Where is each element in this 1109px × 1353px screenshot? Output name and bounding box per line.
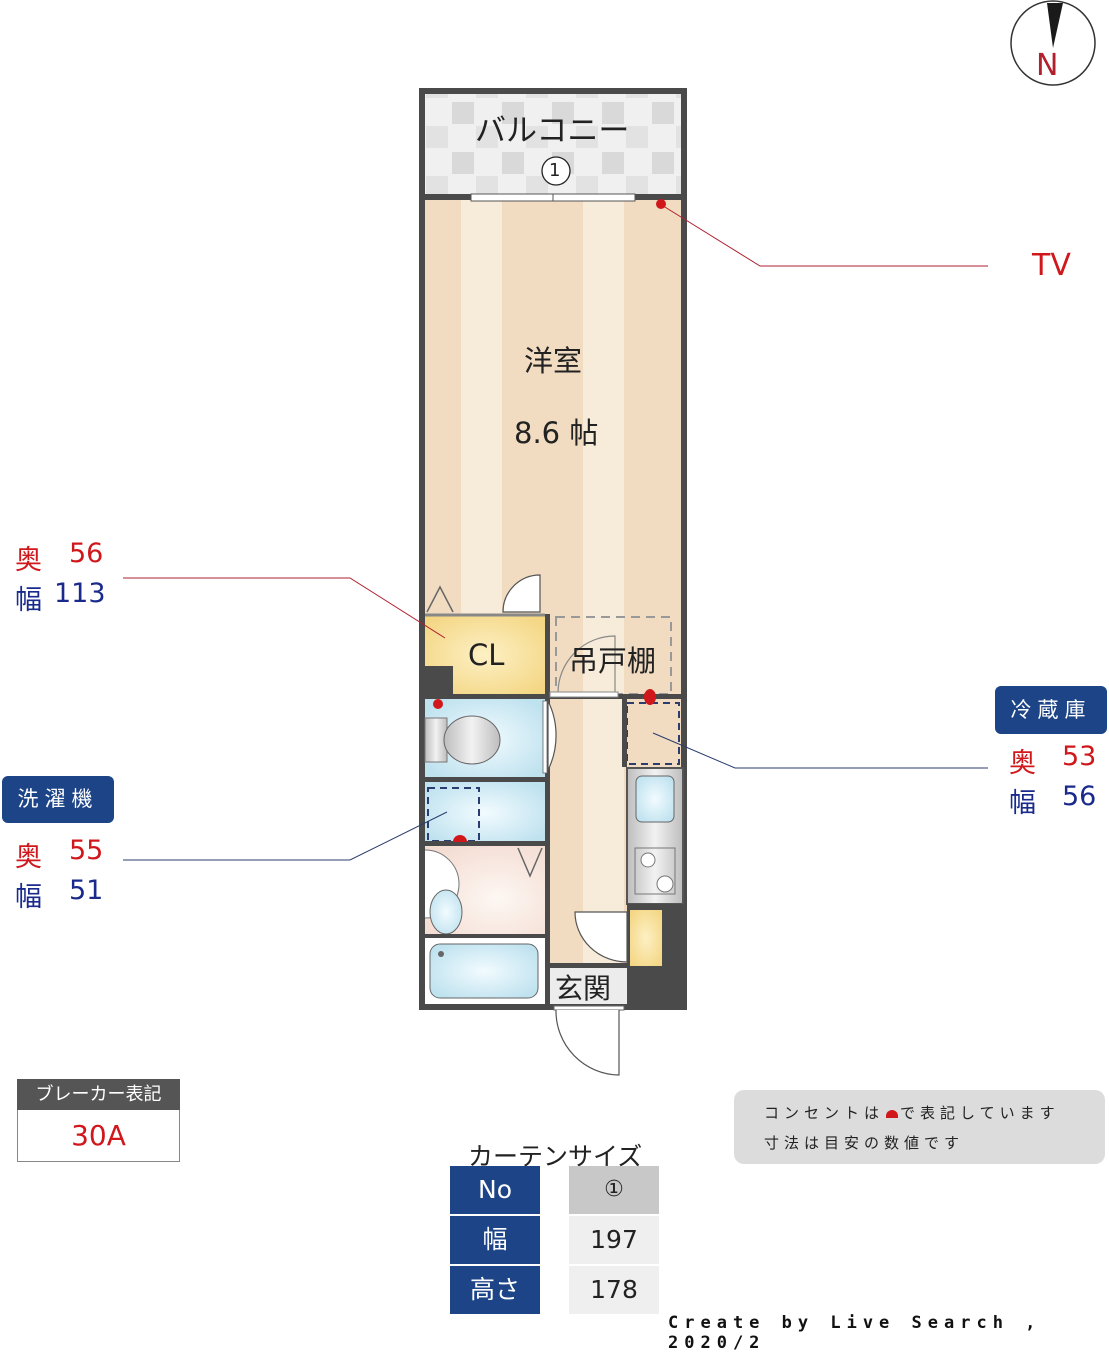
note-line1-before: コンセントは <box>764 1104 885 1122</box>
breaker-value: 30A <box>17 1110 180 1162</box>
curtain-value-width: 197 <box>569 1216 659 1264</box>
washer-width-label: 幅 <box>15 882 42 913</box>
closet-width-label: 幅 <box>15 585 42 616</box>
closet-depth-label: 奥 <box>15 545 42 576</box>
refrigerator-width-value: 56 <box>1062 781 1097 812</box>
footer-credit: Create by Live Search , 2020/2 <box>668 1313 1042 1353</box>
refrigerator-depth-label: 奥 <box>1009 748 1036 779</box>
compass <box>1010 0 1096 86</box>
outlet-icon <box>433 199 666 842</box>
western-room-size: 8.6 帖 <box>514 416 599 450</box>
outlet-icon <box>886 1109 899 1118</box>
tv-label: TV <box>1032 248 1071 283</box>
western-room-label: 洋室 <box>524 344 583 378</box>
curtain-header-width: 幅 <box>450 1216 540 1264</box>
closet-width-value: 113 <box>54 578 106 609</box>
refrigerator-tag: 冷蔵庫 <box>995 686 1107 734</box>
washer-width-value: 51 <box>69 875 104 906</box>
note-line1-after: で表記しています <box>900 1104 1060 1122</box>
breaker-title: ブレーカー表記 <box>17 1079 180 1110</box>
north-arrow-icon <box>1047 3 1063 48</box>
closet-depth-value: 56 <box>69 538 104 569</box>
refrigerator-depth-value: 53 <box>1062 741 1097 772</box>
washing-machine-tag: 洗濯機 <box>2 776 114 823</box>
washer-depth-value: 55 <box>69 835 104 866</box>
entrance-label: 玄関 <box>555 972 612 1005</box>
washer-depth-label: 奥 <box>15 842 42 873</box>
curtain-value-no: ① <box>569 1166 659 1214</box>
closet-label: CL <box>468 638 505 672</box>
shoe-cabinet <box>630 910 662 966</box>
overhead-cabinet-label: 吊戸棚 <box>569 644 657 678</box>
western-room <box>425 200 681 614</box>
balcony-window-number: 1 <box>549 160 561 181</box>
refrigerator-width-label: 幅 <box>1009 788 1036 819</box>
washroom <box>425 782 545 844</box>
curtain-header-no: No <box>450 1166 540 1214</box>
note-line2: 寸法は目安の数値です <box>764 1134 965 1152</box>
entrance <box>550 968 627 1004</box>
curtain-header-height: 高さ <box>450 1266 540 1314</box>
curtain-value-height: 178 <box>569 1266 659 1314</box>
balcony-label: バルコニー <box>475 113 630 149</box>
legend-note: コンセントはで表記しています 寸法は目安の数値です <box>734 1090 1105 1164</box>
compass-north-label: N <box>1036 48 1059 83</box>
